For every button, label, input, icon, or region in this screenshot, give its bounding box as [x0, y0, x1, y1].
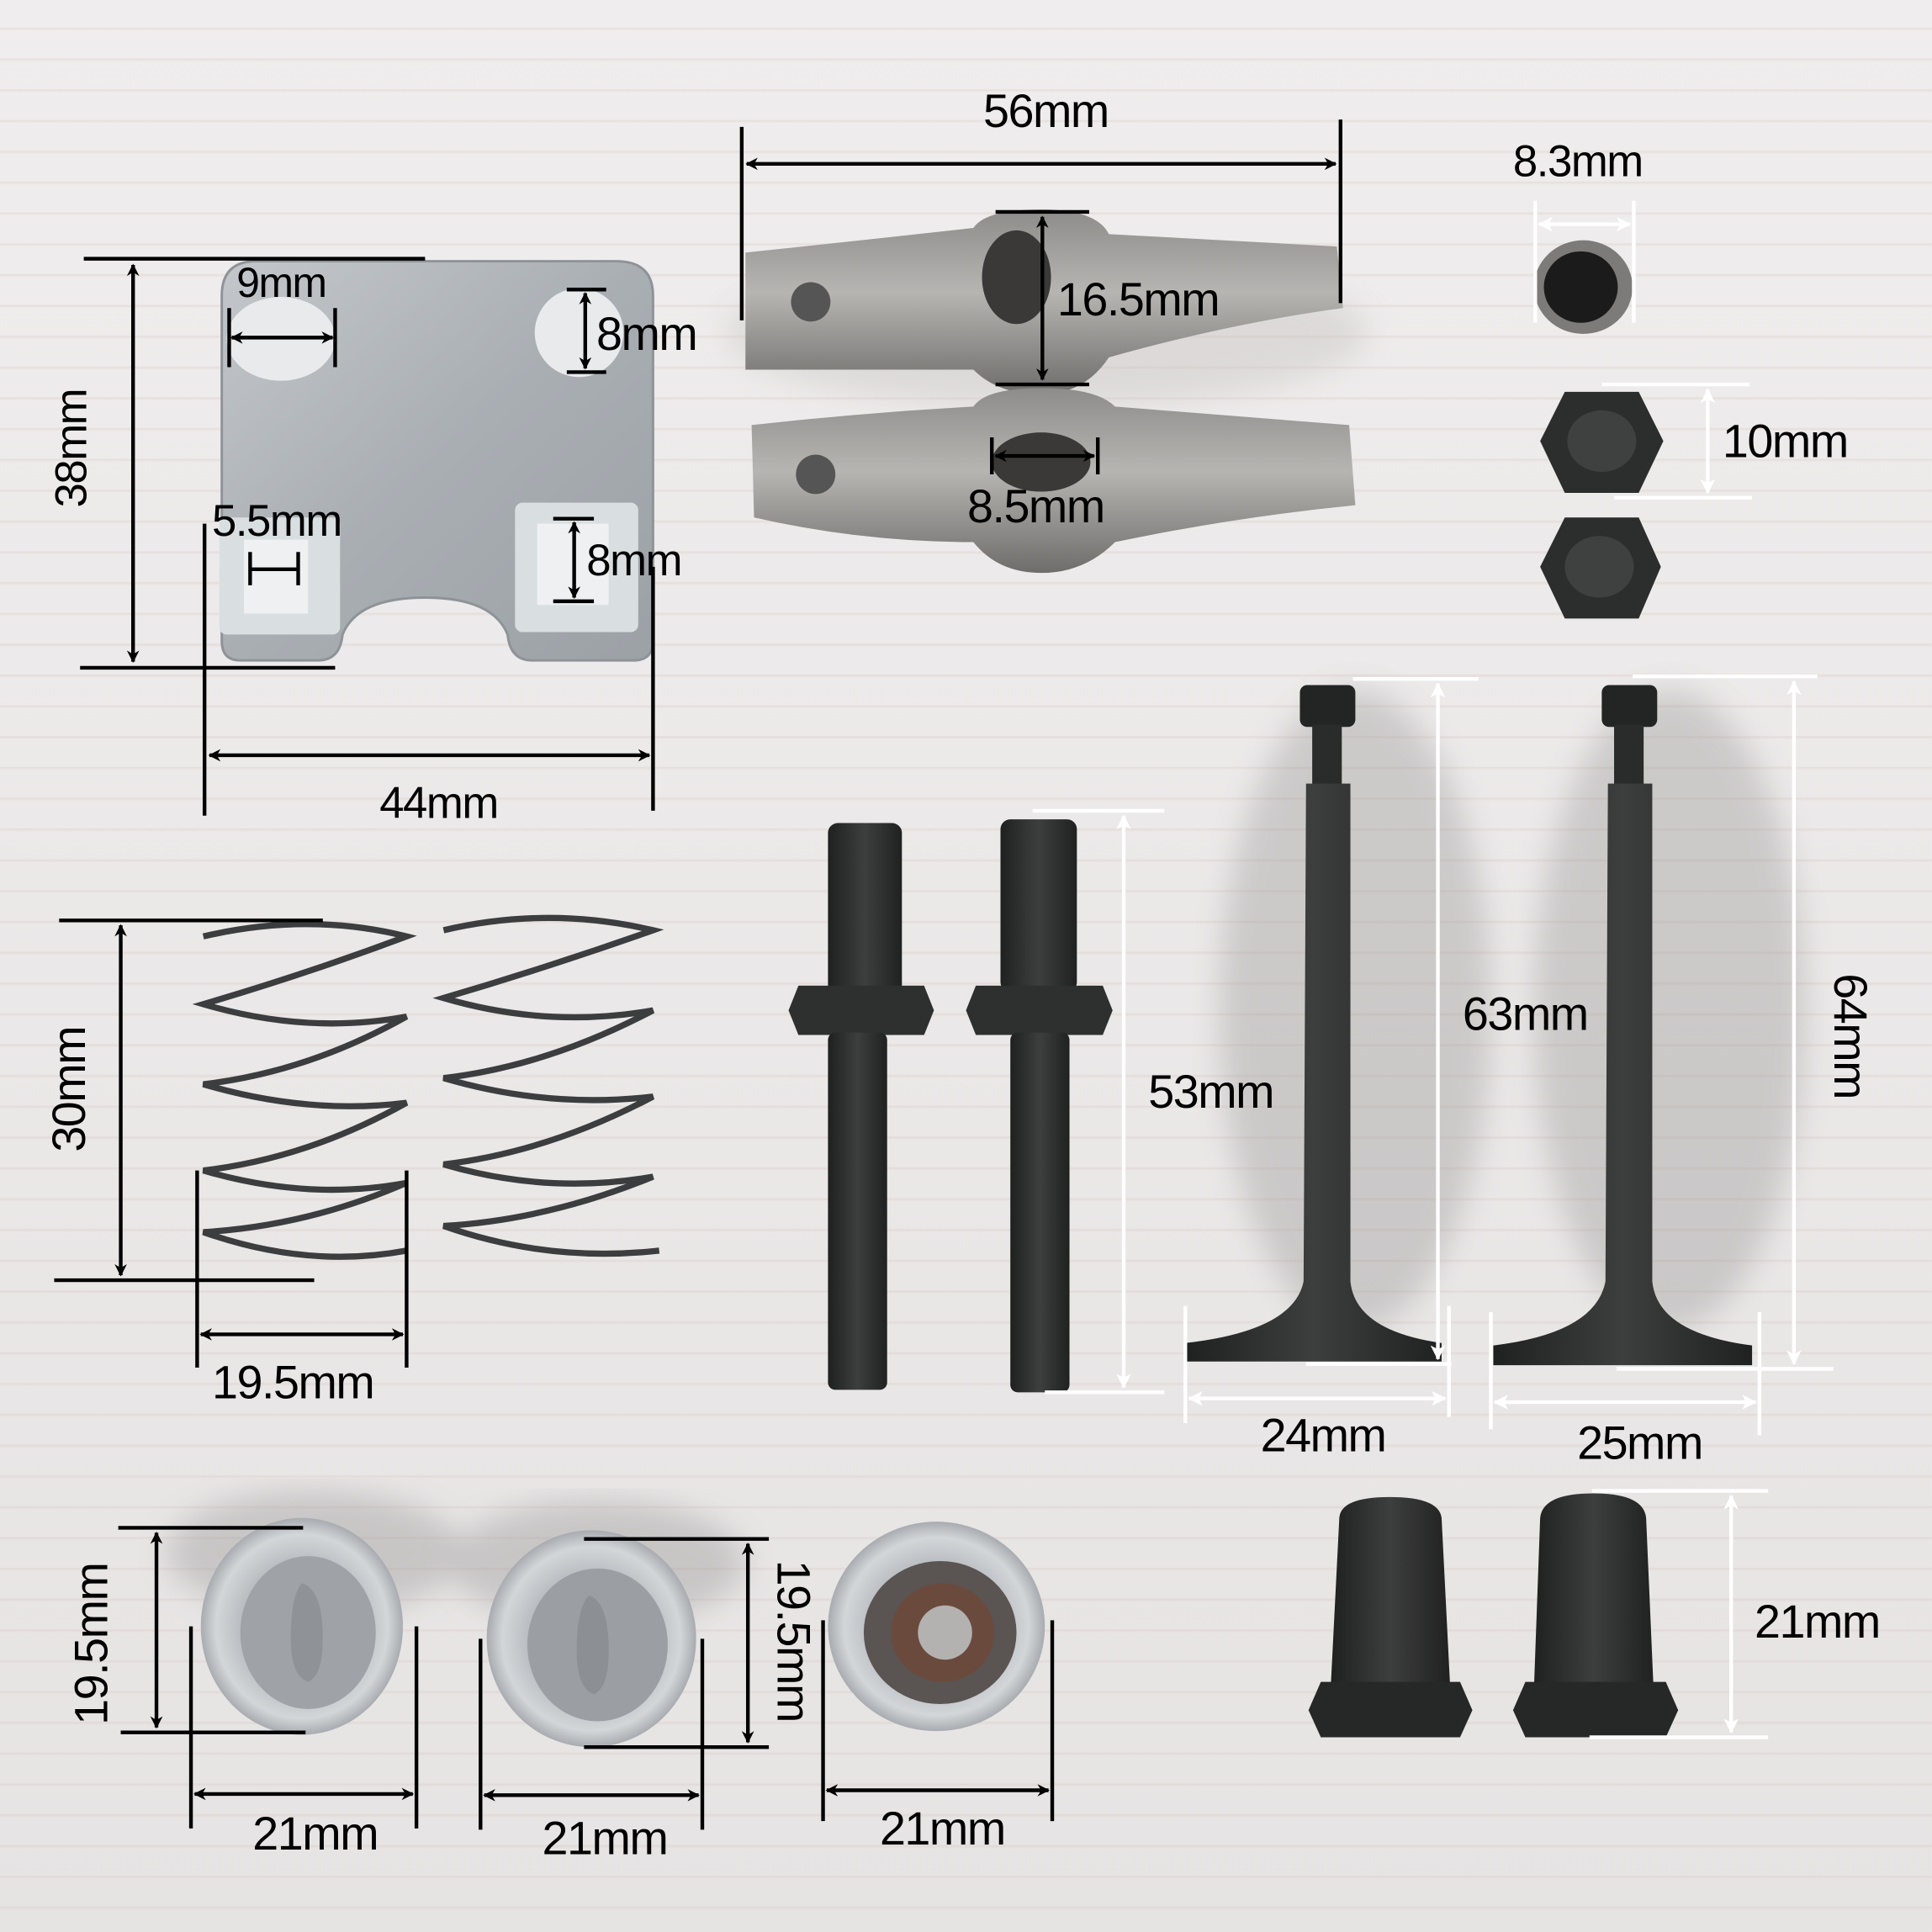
dim-label-intake-valve-head: 24mm	[1260, 1411, 1387, 1463]
valve-springs	[192, 914, 664, 1260]
dim-label-exhaust-valve-length: 64mm	[1823, 973, 1876, 1099]
dim-label-intake-valve-length: 63mm	[1462, 989, 1589, 1041]
valves	[1185, 685, 1806, 1366]
spring-retainers	[166, 1490, 1045, 1748]
dim-label-retainer-height-2: 19.5mm	[766, 1559, 818, 1722]
dim-label-plate-slot-height: 8mm	[586, 534, 682, 585]
dim-label-plate-hole-height: 8mm	[596, 309, 698, 362]
dim-label-exhaust-valve-head: 25mm	[1577, 1418, 1703, 1470]
dim-label-stud-length: 53mm	[1148, 1067, 1274, 1120]
dimension-lines-white	[1032, 200, 1834, 1739]
dim-label-plate-width: 44mm	[379, 777, 499, 828]
dim-label-nut-collar: 8.3mm	[1512, 135, 1644, 187]
dim-label-nut-hex: 10mm	[1722, 416, 1849, 468]
dim-label-retainer-width-2: 21mm	[542, 1813, 669, 1866]
dim-label-retainer-width-1: 21mm	[252, 1808, 378, 1861]
dim-label-spring-height: 30mm	[44, 1026, 97, 1152]
rocker-studs	[788, 819, 1113, 1393]
dim-label-rocker-length: 56mm	[982, 86, 1109, 139]
rocker-nuts	[1533, 240, 1664, 619]
dim-label-pivot-height: 21mm	[1755, 1596, 1881, 1649]
dim-label-retainer-width-3: 21mm	[879, 1803, 1006, 1856]
dim-label-plate-height: 38mm	[45, 389, 97, 508]
dimension-lines-black	[54, 119, 1343, 1830]
dim-label-retainer-height-1: 19.5mm	[66, 1563, 119, 1725]
dim-label-rocker-slot: 8.5mm	[966, 481, 1105, 534]
dim-label-plate-slot-width: 5.5mm	[211, 495, 342, 546]
dim-label-rocker-height: 16.5mm	[1056, 274, 1220, 327]
dim-label-spring-diameter: 19.5mm	[211, 1358, 375, 1410]
rocker-pivots	[1308, 1493, 1679, 1738]
dim-label-plate-hole-width: 9mm	[236, 260, 327, 307]
